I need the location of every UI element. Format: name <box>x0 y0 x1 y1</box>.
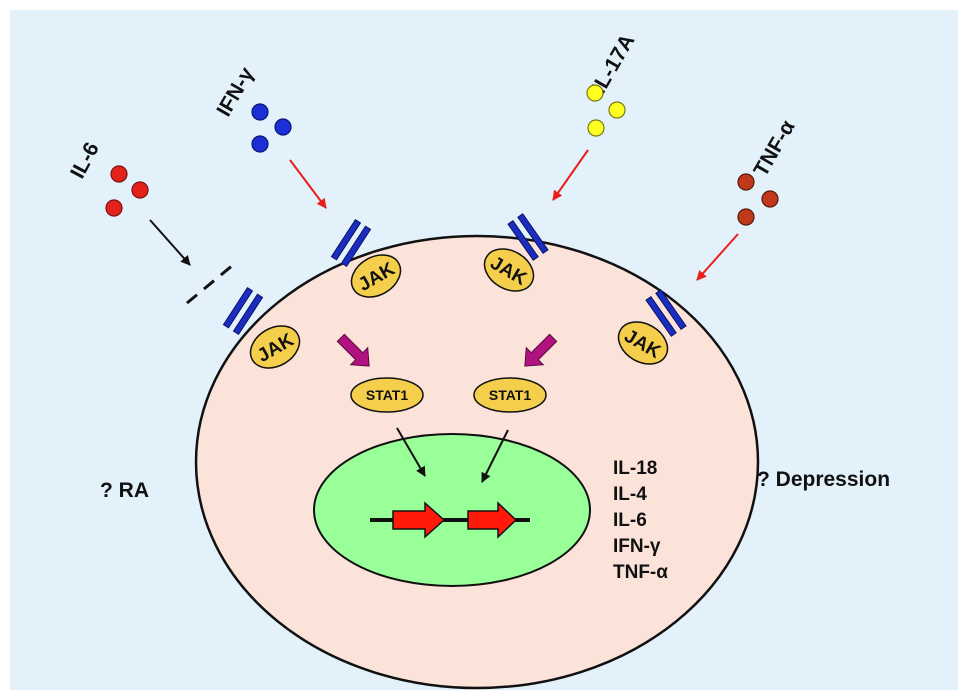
tnfa-dot <box>737 208 755 226</box>
gene-label: IFN-γ <box>613 536 661 557</box>
gene-label: IL-6 <box>613 510 647 531</box>
stat1-to-dna-arrow-right <box>481 429 509 483</box>
ra-label: ? RA <box>100 479 149 502</box>
tnfa-arrow <box>696 233 739 281</box>
stat1-left: STAT1 <box>350 377 424 413</box>
il6-dot <box>105 199 123 217</box>
receptor-ifng <box>330 218 372 268</box>
il6-dot <box>110 165 128 183</box>
ifng-dot <box>251 135 269 153</box>
il17a-dot <box>586 84 604 102</box>
stat1-label: STAT1 <box>366 387 408 403</box>
il17a-arrow <box>552 149 589 201</box>
gene-arrow-1 <box>392 501 446 539</box>
activation-arrow-left <box>336 333 370 367</box>
gene-label: IL-18 <box>613 458 657 479</box>
il6-dot <box>131 181 149 199</box>
ifng-arrow <box>289 159 327 209</box>
jak-il17a: JAK <box>483 248 535 292</box>
receptor-il6 <box>222 286 264 336</box>
receptor-tnfa <box>645 289 687 337</box>
tnfa-dot <box>761 190 779 208</box>
stat1-right: STAT1 <box>473 377 547 413</box>
tnfa-dot <box>737 173 755 191</box>
il6-broken-membrane <box>186 263 234 305</box>
stat1-label: STAT1 <box>489 387 531 403</box>
il17a-dot <box>608 101 626 119</box>
nucleus <box>313 433 591 587</box>
gene-label: TNF-α <box>613 562 668 583</box>
jak-il6: JAK <box>249 325 301 369</box>
gene-label: IL-4 <box>613 484 647 505</box>
il17a-dot <box>587 119 605 137</box>
ifng-dot <box>251 103 269 121</box>
activation-arrow-right <box>524 333 558 367</box>
il6-arrow <box>149 219 191 266</box>
ifng-dot <box>274 118 292 136</box>
receptor-il17a <box>507 213 549 261</box>
gene-arrow-2 <box>467 501 518 539</box>
stat1-to-dna-arrow-left <box>396 427 426 477</box>
depression-label: ? Depression <box>757 468 890 491</box>
